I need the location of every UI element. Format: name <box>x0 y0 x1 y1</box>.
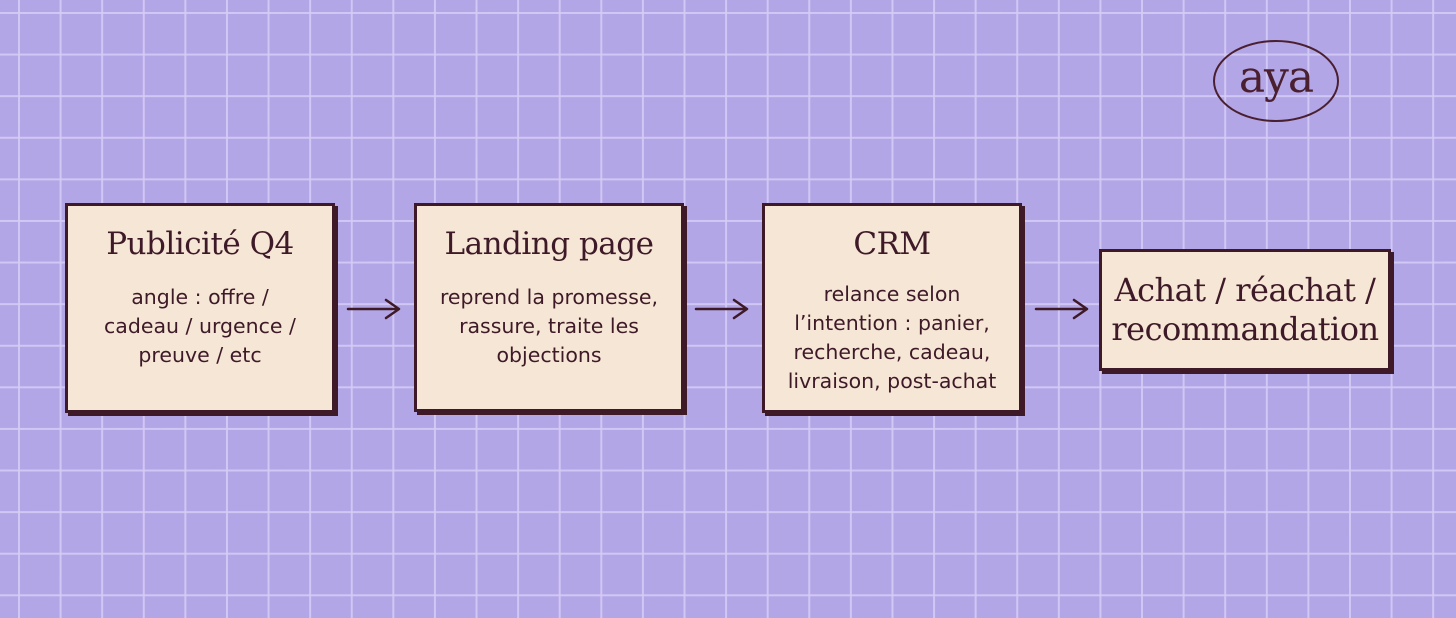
step-box-landing-page: Landing page reprend la promesse, rassur… <box>414 203 684 412</box>
step-title: Publicité Q4 <box>106 226 294 262</box>
step-description-line: preuve / etc <box>138 343 262 368</box>
arrow-right-icon <box>1034 298 1089 320</box>
arrow-right-icon <box>694 298 749 320</box>
step-description-line: reprend la promesse, <box>439 285 659 310</box>
arrow-right-icon <box>346 298 401 320</box>
step-description: relance selon l’intention : panier, rech… <box>788 280 997 396</box>
step-title-line: Achat / réachat / <box>1114 271 1376 309</box>
step-description-line: livraison, post-achat <box>787 369 997 394</box>
step-description-line: l’intention : panier, <box>794 311 990 336</box>
step-description-line: angle : offre / <box>131 285 269 310</box>
step-description: angle : offre / cadeau / urgence / preuv… <box>104 283 296 370</box>
step-description-line: relance selon <box>823 282 961 307</box>
logo-text: aya <box>1238 51 1314 103</box>
step-box-purchase: Achat / réachat / recommandation <box>1099 249 1391 371</box>
step-box-ad: Publicité Q4 angle : offre / cadeau / ur… <box>65 203 335 413</box>
step-description: reprend la promesse, rassure, traite les… <box>440 283 658 370</box>
step-title: Achat / réachat / recommandation <box>1105 271 1384 349</box>
step-description-line: objections <box>496 343 602 368</box>
step-box-crm: CRM relance selon l’intention : panier, … <box>762 203 1022 413</box>
aya-logo: aya <box>1213 40 1339 122</box>
step-title: Landing page <box>444 226 654 262</box>
step-description-line: recherche, cadeau, <box>793 340 991 365</box>
step-description-line: cadeau / urgence / <box>104 314 296 339</box>
step-description-line: rassure, traite les <box>459 314 639 339</box>
step-title: CRM <box>853 226 931 262</box>
step-title-line: recommandation <box>1111 310 1379 348</box>
